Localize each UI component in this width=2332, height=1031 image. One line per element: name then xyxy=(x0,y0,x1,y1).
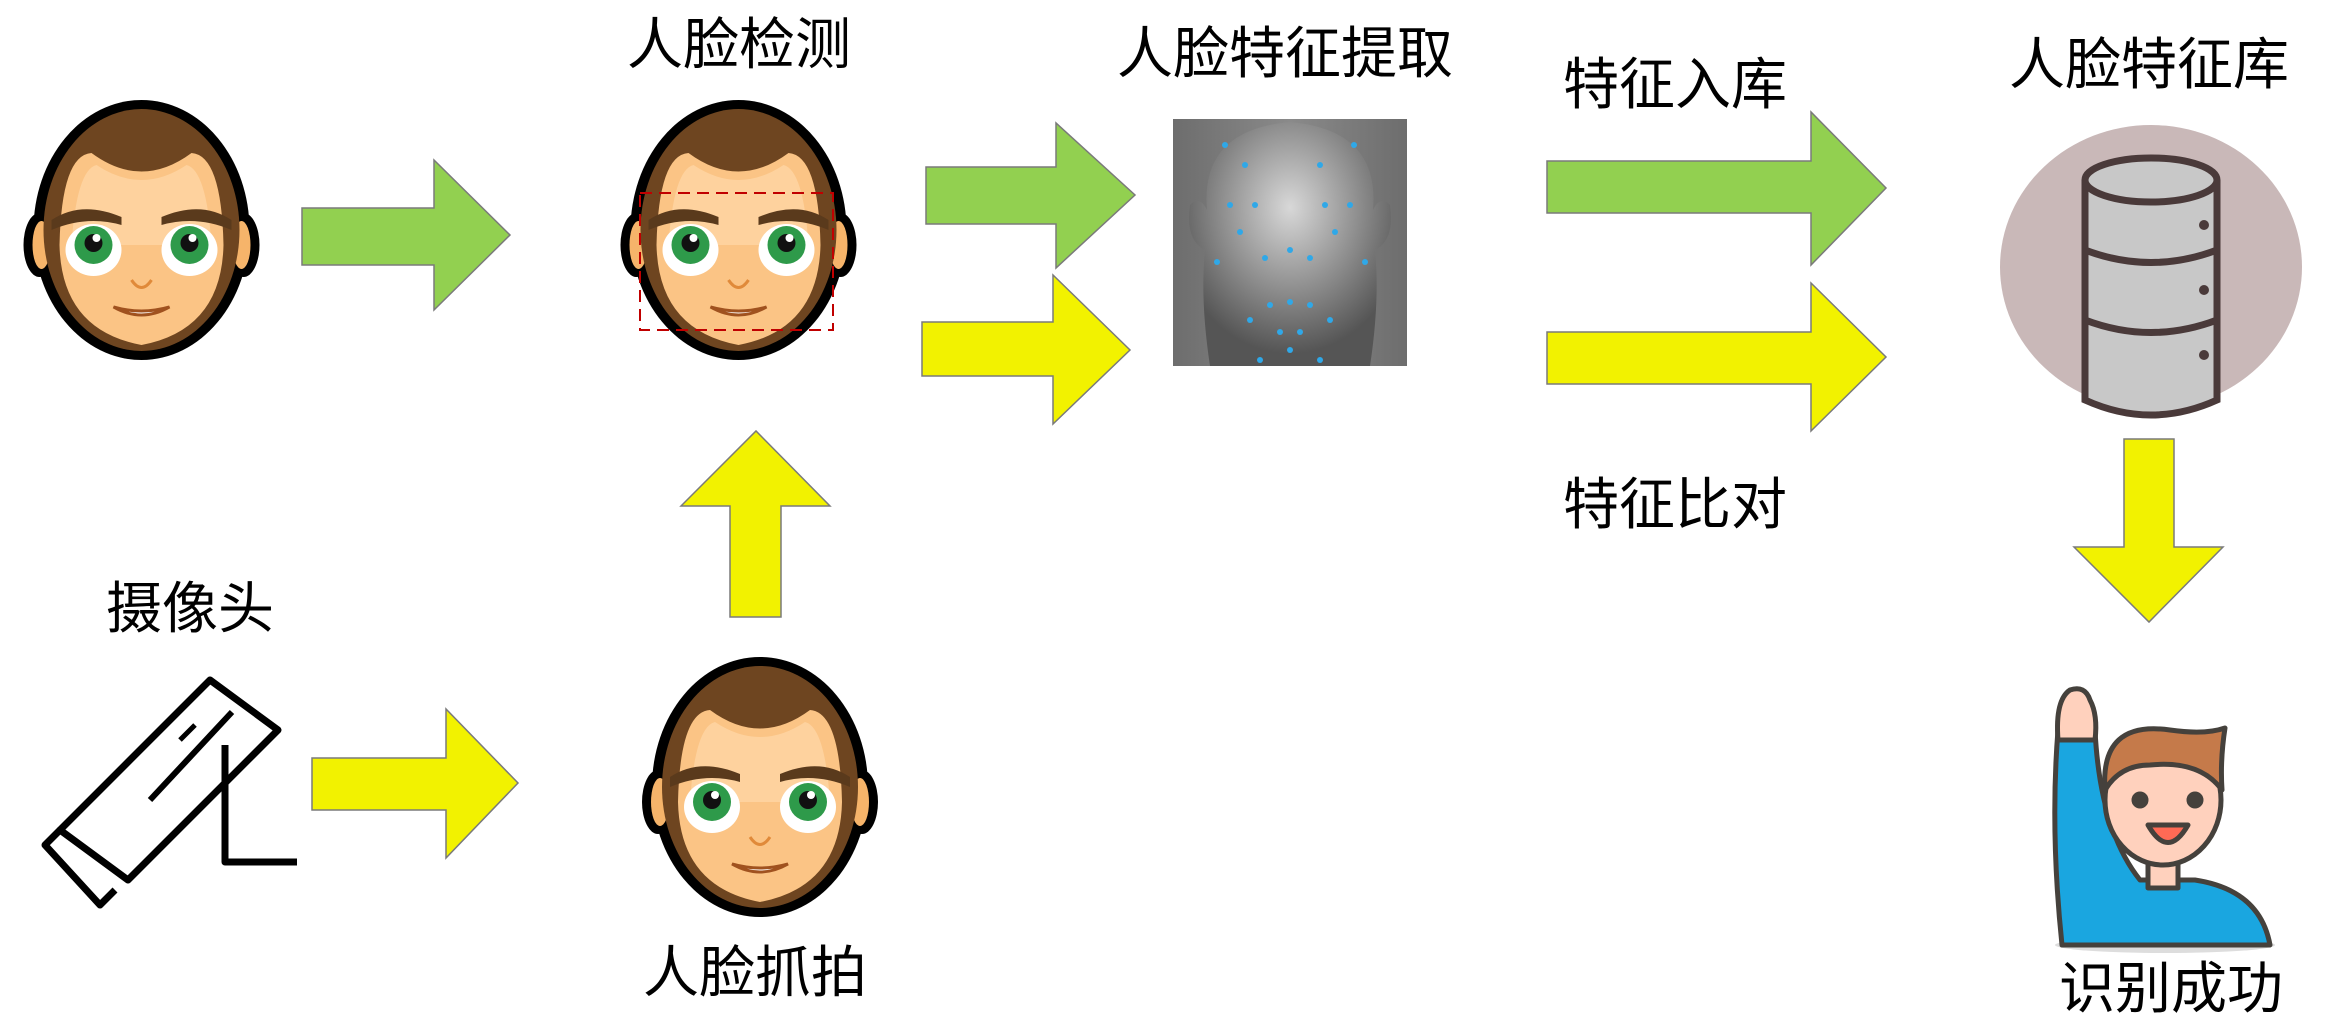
camera-icon xyxy=(41,676,297,909)
arrow-camera-to-capture xyxy=(311,707,520,860)
arrow-detection-to-extraction-yellow xyxy=(921,273,1132,426)
label-feature-database: 人脸特征库 xyxy=(2009,33,2289,98)
arrow-feature-enroll xyxy=(1546,110,1888,267)
face-capture-icon xyxy=(640,655,880,919)
label-feature-compare: 特征比对 xyxy=(1563,473,1787,538)
label-feature-enroll: 特征入库 xyxy=(1563,53,1787,118)
detection-box xyxy=(639,192,834,331)
label-face-detection: 人脸检测 xyxy=(627,13,851,78)
label-camera: 摄像头 xyxy=(106,577,274,642)
arrow-capture-to-detection xyxy=(679,429,832,618)
database-icon xyxy=(2000,125,2302,419)
arrow-detection-to-extraction-green xyxy=(925,121,1137,270)
label-feature-extraction: 人脸特征提取 xyxy=(1117,22,1453,87)
arrow-original-to-detection xyxy=(301,158,512,312)
face-landmarks-image xyxy=(1173,119,1407,366)
arrow-database-to-success xyxy=(2072,438,2225,624)
success-person-icon xyxy=(2052,686,2275,953)
face-icon xyxy=(21,98,262,362)
face-detected-icon xyxy=(618,98,859,362)
label-face-capture: 人脸抓拍 xyxy=(643,941,867,1006)
label-recognition-success: 识别成功 xyxy=(2059,957,2283,1022)
arrow-feature-compare xyxy=(1546,281,1888,433)
